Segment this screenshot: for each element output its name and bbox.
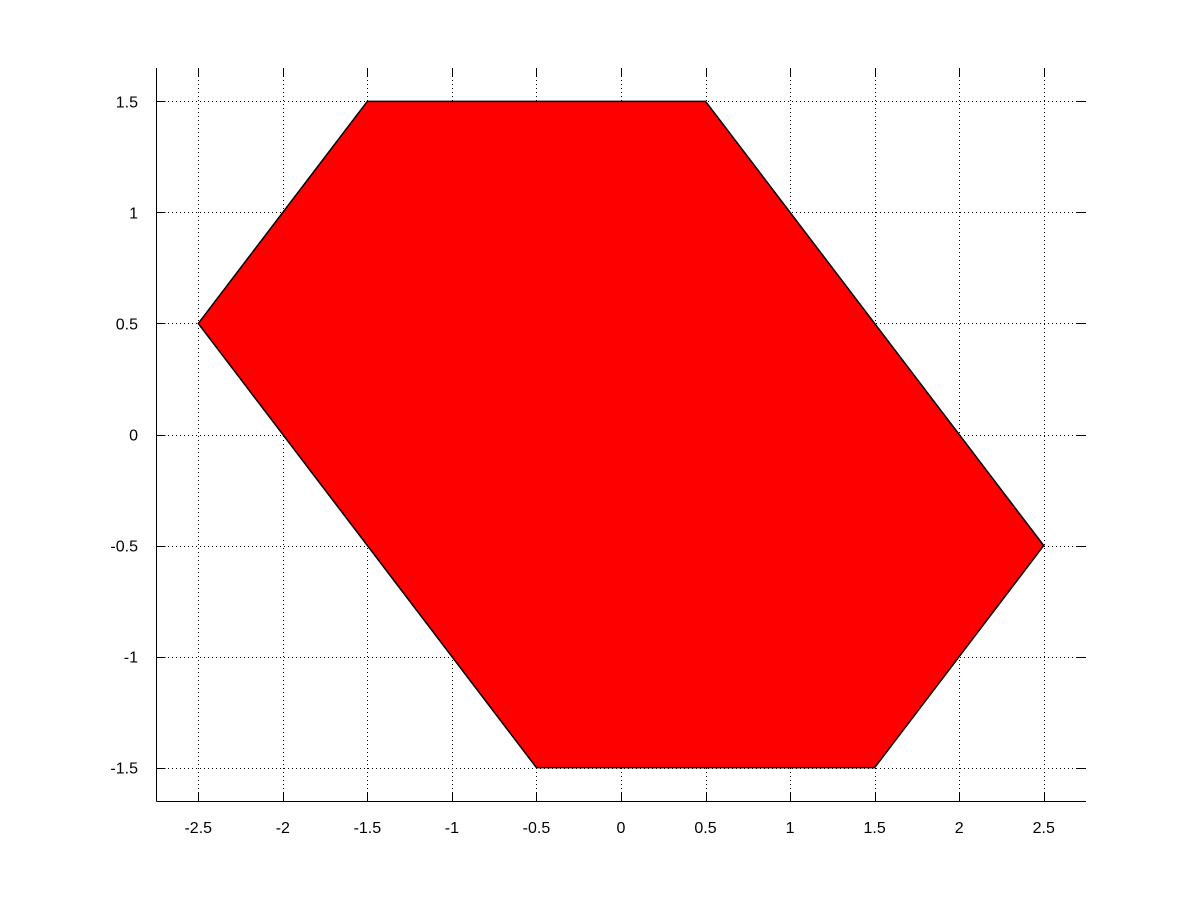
y-tick-label: -1: [124, 650, 138, 667]
x-tick-label: -0.5: [523, 820, 551, 837]
y-tick-label: 0: [129, 428, 138, 445]
filled-polygon: [197, 100, 1045, 769]
x-tick-label: 0.5: [694, 820, 716, 837]
x-tick-label: 2.5: [1033, 820, 1055, 837]
y-tick-label: 0.5: [116, 316, 138, 333]
x-tick-label: -2.5: [184, 820, 212, 837]
y-tick-label: 1: [129, 205, 138, 222]
x-tick-label: 1.5: [864, 820, 886, 837]
x-tick-label: -1.5: [354, 820, 382, 837]
tick-labels: -2.5 -2 -1.5 -1 -0.5 0 0.5 1 1.5 2 2.5 -1.5 -1 -0.5 0 0…: [110, 94, 1055, 837]
y-tick-label: -1.5: [110, 761, 138, 778]
series-layer: [197, 100, 1045, 769]
tick-marks: [156, 68, 1086, 802]
x-tick-label: 0: [617, 820, 626, 837]
x-tick-label: 1: [786, 820, 795, 837]
x-tick-label: -1: [445, 820, 459, 837]
y-tick-label: -0.5: [110, 539, 138, 556]
x-tick-label: -2: [276, 820, 290, 837]
y-tick-label: 1.5: [116, 94, 138, 111]
x-tick-label: 2: [955, 820, 964, 837]
